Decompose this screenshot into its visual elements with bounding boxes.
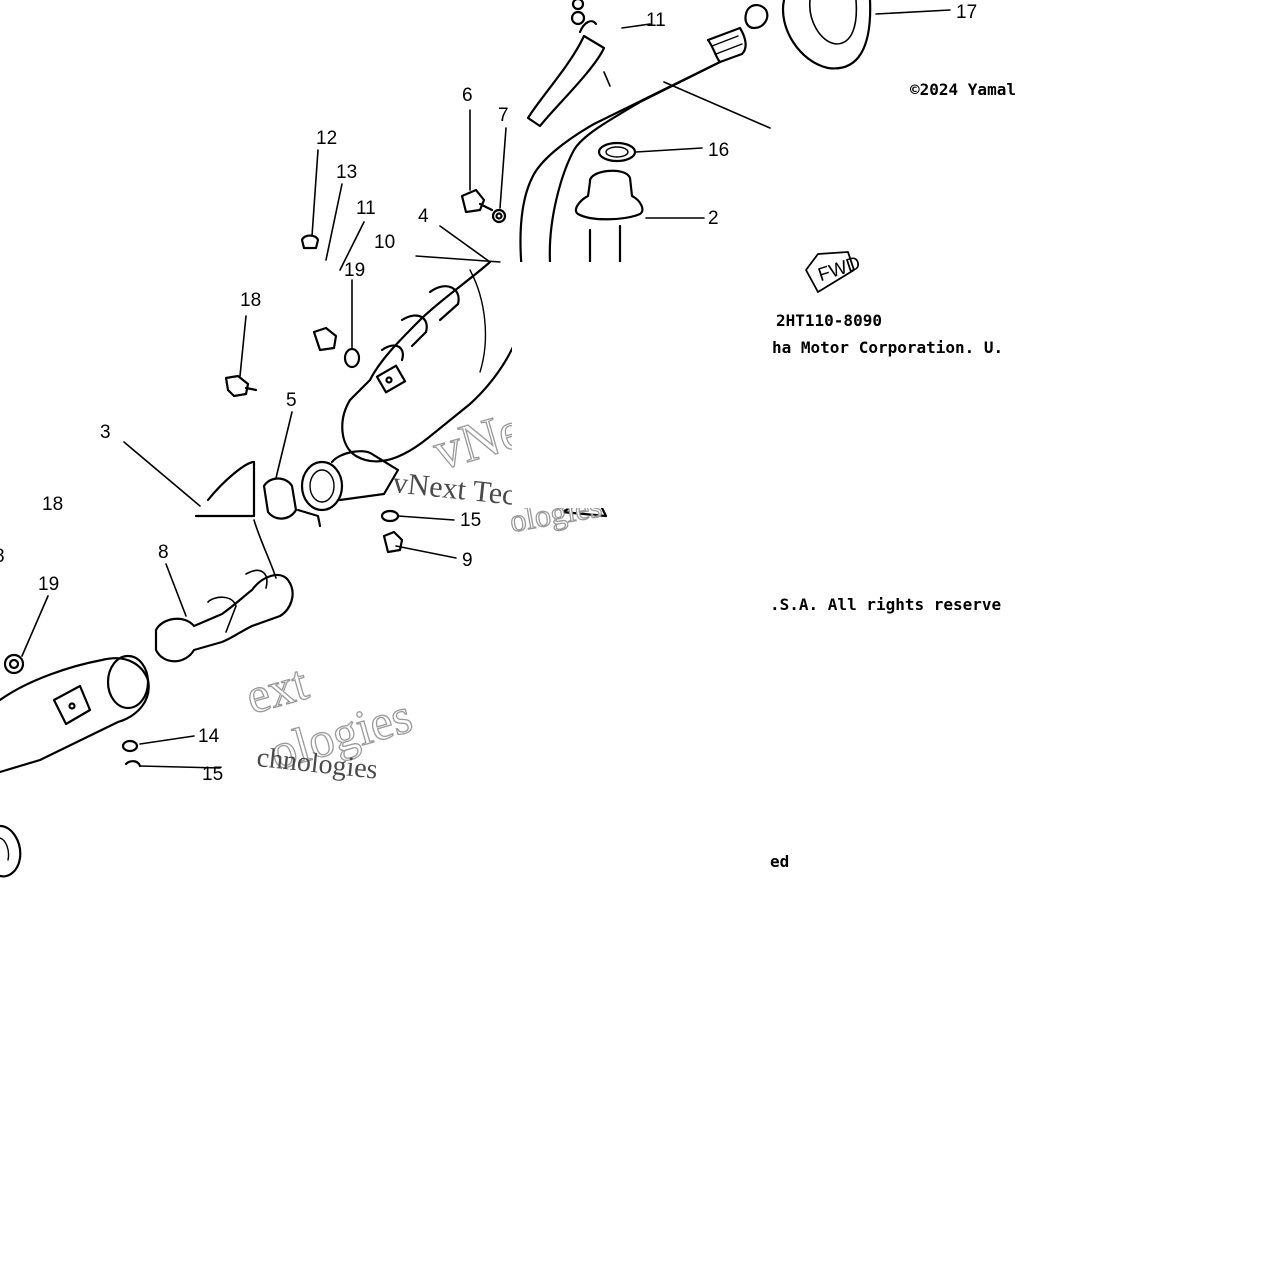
- callout-15: 15: [460, 510, 481, 531]
- callout-7: 7: [498, 105, 509, 126]
- washer-14: [121, 739, 139, 753]
- callout-14: 14: [198, 726, 220, 747]
- callout-5: 5: [286, 390, 297, 411]
- heat-shield-3: [194, 460, 256, 518]
- callout-15-lower: 15: [202, 764, 223, 785]
- callout-18: 18: [240, 290, 261, 311]
- muffler-body-4: [341, 260, 518, 463]
- callout-3: 3: [100, 422, 111, 443]
- silencer: [0, 657, 150, 774]
- connector-pipe-8: [154, 573, 294, 663]
- leader-lines: [21, 9, 951, 769]
- fwd-arrow: [805, 251, 855, 293]
- callout-4: 4: [418, 206, 429, 227]
- callout-11-lower: 11: [356, 198, 376, 219]
- copyright-text: ©2024 Yamal: [910, 80, 1016, 99]
- bolt-18: [224, 374, 258, 398]
- bolt-13: [312, 326, 338, 352]
- callout-10: 10: [374, 232, 395, 253]
- callout-11: 11: [646, 10, 666, 31]
- callout-13: 13: [336, 162, 357, 183]
- rights-line: .S.A. All rights reserve: [770, 595, 1001, 614]
- pipe-joint: [330, 450, 400, 502]
- callout-12: 12: [316, 128, 337, 149]
- bolt-12: [300, 234, 320, 250]
- ring-part-inner: [809, 0, 858, 45]
- exhaust-pipe-upper: [548, 26, 747, 264]
- flange-2: [574, 169, 644, 221]
- callout-18-lower: 18: [42, 494, 63, 515]
- callout-16: 16: [708, 140, 729, 161]
- clamp-5: [262, 477, 298, 520]
- callout-2: 2: [708, 208, 719, 229]
- callout-19-lower: 19: [38, 574, 59, 595]
- callout-17: 17: [956, 2, 977, 23]
- bolt-6: [460, 188, 494, 214]
- exhaust-pipe-upper-lower-edge: [519, 60, 722, 274]
- bracket-upper: [526, 34, 606, 128]
- callout-19: 19: [344, 260, 365, 281]
- callout-6: 6: [462, 85, 473, 106]
- part-code: 2HT110-8090: [776, 311, 882, 330]
- bolt-9: [382, 530, 404, 554]
- gasket-16: [597, 141, 637, 163]
- rights-end: ed: [770, 852, 789, 871]
- callout-8: 8: [158, 542, 169, 563]
- corporation-line: ha Motor Corporation. U.: [772, 338, 1003, 357]
- pipe-clamp-top: [744, 4, 769, 30]
- exhaust-pipe-mouth: [706, 38, 722, 64]
- copyright-block: ©2024 Yamal 2HT110-8090 ha Motor Corpora…: [770, 80, 1016, 871]
- tail-pipe: [0, 824, 22, 878]
- callout-8-edge: 8: [0, 546, 5, 567]
- callout-9: 9: [462, 550, 473, 571]
- ring-part: [781, 0, 872, 70]
